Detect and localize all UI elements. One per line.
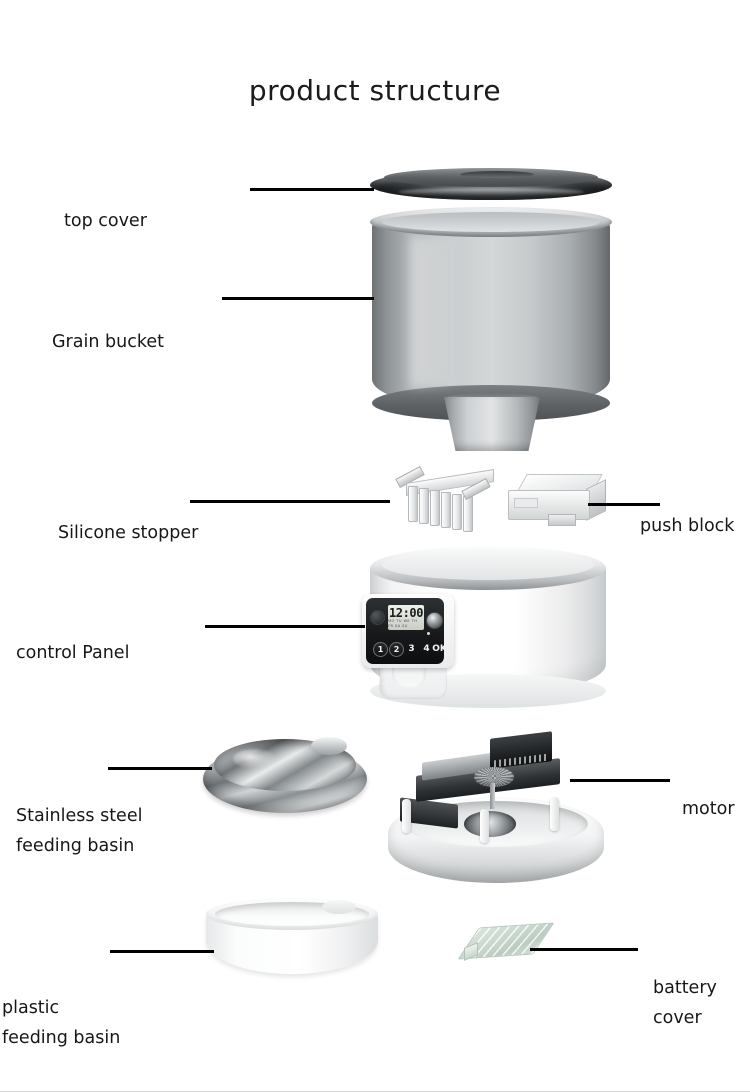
lcd-display: 12:00 MO TU WE TH FR SA SU bbox=[388, 605, 424, 630]
part-push-block bbox=[506, 474, 606, 528]
leader-line-control-panel bbox=[205, 625, 365, 628]
button-2[interactable]: 2 bbox=[389, 642, 404, 657]
silicone-stopper-fin bbox=[419, 488, 429, 524]
motor-fan bbox=[464, 811, 516, 837]
label-stainless-basin: Stainless steel feeding basin bbox=[16, 806, 143, 856]
leader-line-battery-cover bbox=[530, 948, 638, 951]
part-battery-cover bbox=[457, 922, 555, 963]
silicone-stopper-fin bbox=[408, 486, 418, 522]
lcd-weekday-row: MO TU WE TH FR SA SU bbox=[388, 618, 418, 628]
motor-gear-shaft bbox=[490, 783, 495, 809]
leader-line-push-block bbox=[588, 503, 660, 506]
leader-line-top-cover bbox=[250, 188, 374, 191]
grain-bucket-funnel bbox=[444, 397, 540, 451]
steel-bowl-highlight bbox=[233, 749, 277, 769]
page-title: product structure bbox=[248, 74, 502, 107]
plastic-basin-notch bbox=[322, 900, 356, 914]
part-motor-assembly bbox=[382, 731, 610, 890]
silicone-stopper-fin bbox=[452, 494, 462, 530]
grain-bucket-body bbox=[372, 221, 610, 421]
push-block-tab bbox=[548, 514, 576, 526]
steel-bowl-notch bbox=[311, 737, 347, 755]
control-panel-face: 12:00 MO TU WE TH FR SA SU 1 2 3 4 OK bbox=[366, 598, 447, 664]
silicone-stopper-fin bbox=[463, 496, 473, 532]
part-stainless-steel-basin bbox=[203, 737, 367, 817]
motor-base-post bbox=[402, 799, 411, 833]
button-ok[interactable]: OK bbox=[432, 643, 447, 654]
push-block-notch bbox=[514, 498, 538, 508]
leader-line-grain-bucket bbox=[222, 297, 374, 300]
leader-line-silicone-stopper bbox=[190, 500, 390, 503]
label-push-block: push block bbox=[640, 516, 735, 536]
label-plastic-basin: plastic feeding basin bbox=[2, 998, 121, 1048]
motor-base-post bbox=[550, 797, 559, 831]
part-control-panel-unit: 12:00 MO TU WE TH FR SA SU 1 2 3 4 OK bbox=[362, 546, 616, 726]
label-control-panel: control Panel bbox=[16, 643, 130, 663]
button-3[interactable]: 3 bbox=[408, 643, 415, 654]
part-silicone-stopper bbox=[395, 466, 500, 532]
top-cover-highlight bbox=[398, 188, 584, 196]
leader-line-motor bbox=[570, 779, 670, 782]
label-silicone-stopper: Silicone stopper bbox=[58, 523, 199, 543]
control-unit-rim-inner bbox=[382, 550, 594, 580]
part-plastic-feeding-basin bbox=[206, 898, 378, 982]
motor-base-post bbox=[480, 809, 489, 843]
top-cover-handle-slot bbox=[460, 171, 534, 178]
lcd-time: 12:00 bbox=[388, 605, 424, 620]
grain-bucket-highlight bbox=[410, 237, 462, 387]
silicone-stopper-fin bbox=[441, 492, 451, 528]
motor-gear bbox=[474, 767, 514, 787]
button-4[interactable]: 4 bbox=[423, 643, 430, 654]
button-1[interactable]: 1 bbox=[373, 642, 388, 657]
status-led bbox=[427, 632, 430, 635]
leader-line-stainless-basin bbox=[108, 767, 212, 770]
grain-bucket-rim-inner bbox=[382, 212, 600, 232]
part-top-cover bbox=[370, 166, 612, 206]
leader-line-plastic-basin bbox=[110, 950, 214, 953]
speaker-icon[interactable] bbox=[426, 612, 443, 629]
label-motor: motor bbox=[682, 799, 735, 819]
label-battery-cover: battery cover bbox=[653, 978, 717, 1028]
part-grain-bucket bbox=[370, 207, 612, 457]
label-grain-bucket: Grain bucket bbox=[52, 332, 164, 352]
silicone-stopper-fin bbox=[430, 490, 440, 526]
label-top-cover: top cover bbox=[64, 211, 147, 231]
power-icon[interactable] bbox=[370, 610, 385, 625]
control-panel-module[interactable]: 12:00 MO TU WE TH FR SA SU 1 2 3 4 OK bbox=[362, 594, 454, 668]
